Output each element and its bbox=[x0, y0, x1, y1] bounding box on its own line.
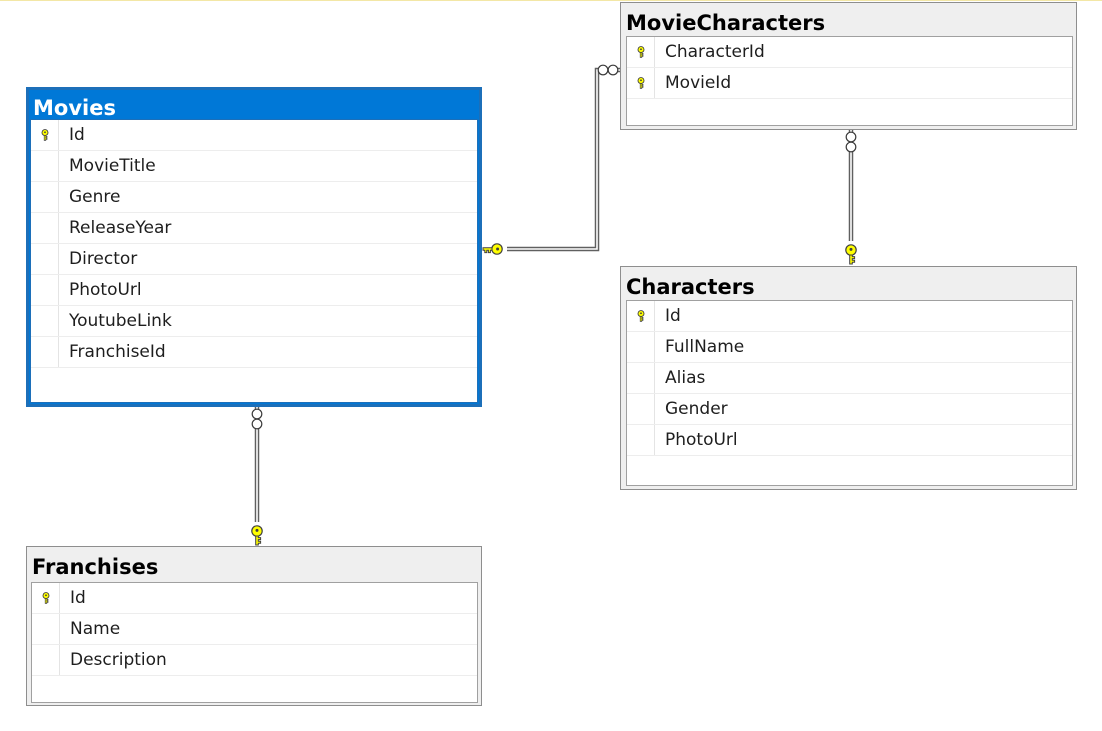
column-row[interactable]: PhotoUrl bbox=[31, 275, 477, 306]
infinity-end-icon bbox=[597, 64, 619, 76]
column-name: FullName bbox=[665, 337, 745, 357]
table-title: Characters bbox=[626, 275, 755, 299]
row-selector[interactable] bbox=[627, 37, 655, 67]
row-selector[interactable] bbox=[31, 213, 59, 243]
column-row[interactable]: MovieTitle bbox=[31, 151, 477, 182]
row-selector[interactable] bbox=[31, 275, 59, 305]
column-row[interactable]: FullName bbox=[627, 332, 1072, 363]
column-row[interactable]: Alias bbox=[627, 363, 1072, 394]
row-selector[interactable] bbox=[32, 614, 60, 644]
column-name: PhotoUrl bbox=[69, 280, 142, 300]
column-name: Description bbox=[70, 650, 167, 670]
row-selector[interactable] bbox=[31, 182, 59, 212]
row-selector[interactable] bbox=[31, 120, 59, 150]
column-name: Gender bbox=[665, 399, 728, 419]
infinity-end-icon bbox=[845, 131, 857, 153]
infinity-end-icon bbox=[251, 408, 263, 430]
relationship-moviecharacters-movies[interactable] bbox=[482, 64, 620, 255]
column-row[interactable]: FranchiseId bbox=[31, 337, 477, 368]
table-title: MovieCharacters bbox=[626, 11, 826, 35]
column-name: MovieTitle bbox=[69, 156, 156, 176]
column-name: FranchiseId bbox=[69, 342, 166, 362]
column-row[interactable]: Name bbox=[32, 614, 477, 645]
row-selector[interactable] bbox=[32, 645, 60, 675]
column-row[interactable]: Description bbox=[32, 645, 477, 676]
column-row[interactable]: Id bbox=[32, 583, 477, 614]
column-row[interactable]: Genre bbox=[31, 182, 477, 213]
column-name: Alias bbox=[665, 368, 706, 388]
primary-key-icon bbox=[40, 129, 50, 141]
column-name: Id bbox=[69, 125, 85, 145]
column-name: ReleaseYear bbox=[69, 218, 172, 238]
column-row[interactable]: YoutubeLink bbox=[31, 306, 477, 337]
column-row[interactable]: MovieId bbox=[627, 68, 1072, 99]
column-row[interactable]: CharacterId bbox=[627, 37, 1072, 68]
column-name: Id bbox=[665, 306, 681, 326]
row-selector[interactable] bbox=[31, 306, 59, 336]
relationship-moviecharacters-characters[interactable] bbox=[845, 129, 857, 265]
row-selector[interactable] bbox=[627, 68, 655, 98]
row-selector[interactable] bbox=[627, 332, 655, 362]
primary-key-end-icon bbox=[845, 244, 857, 265]
primary-key-icon bbox=[636, 77, 646, 89]
column-row[interactable]: Director bbox=[31, 244, 477, 275]
column-row[interactable]: PhotoUrl bbox=[627, 425, 1072, 456]
primary-key-end-icon bbox=[251, 525, 263, 546]
relationship-movies-franchises[interactable] bbox=[251, 406, 263, 546]
row-selector[interactable] bbox=[627, 301, 655, 331]
column-row[interactable]: Id bbox=[31, 120, 477, 151]
row-selector[interactable] bbox=[32, 583, 60, 613]
primary-key-end-icon bbox=[482, 243, 503, 255]
primary-key-icon bbox=[636, 46, 646, 58]
column-row[interactable]: Gender bbox=[627, 394, 1072, 425]
column-name: PhotoUrl bbox=[665, 430, 738, 450]
column-name: CharacterId bbox=[665, 42, 765, 62]
primary-key-icon bbox=[636, 310, 646, 322]
column-row[interactable]: ReleaseYear bbox=[31, 213, 477, 244]
column-name: MovieId bbox=[665, 73, 732, 93]
column-name: Genre bbox=[69, 187, 121, 207]
primary-key-icon bbox=[41, 592, 51, 604]
table-title: Movies bbox=[33, 96, 116, 120]
row-selector[interactable] bbox=[627, 363, 655, 393]
row-selector[interactable] bbox=[31, 151, 59, 181]
column-name: Id bbox=[70, 588, 86, 608]
column-name: Director bbox=[69, 249, 138, 269]
column-name: Name bbox=[70, 619, 121, 639]
row-selector[interactable] bbox=[31, 337, 59, 367]
row-selector[interactable] bbox=[31, 244, 59, 274]
column-name: YoutubeLink bbox=[69, 311, 172, 331]
row-selector[interactable] bbox=[627, 425, 655, 455]
column-row[interactable]: Id bbox=[627, 301, 1072, 332]
table-title: Franchises bbox=[32, 555, 159, 579]
row-selector[interactable] bbox=[627, 394, 655, 424]
